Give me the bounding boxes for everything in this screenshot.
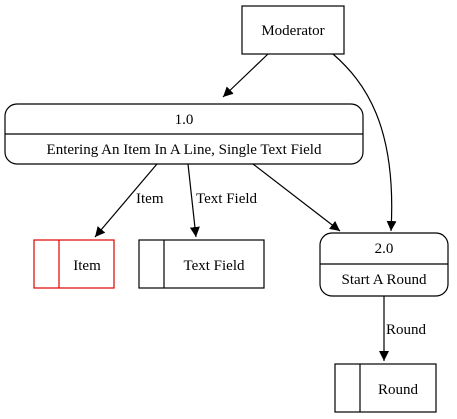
store-text-field-label: Text Field <box>183 258 245 274</box>
process-2-label: Start A Round <box>341 272 427 288</box>
flow-edges <box>94 53 397 361</box>
flow-moderator-to-p1[interactable] <box>222 53 269 98</box>
flow-p1-to-p2[interactable] <box>252 163 341 232</box>
process-2-number: 2.0 <box>375 241 394 257</box>
process-2[interactable]: 2.0 Start A Round <box>319 232 449 297</box>
flow-p1-to-text-field[interactable] <box>187 163 200 238</box>
flow-moderator-to-p2[interactable] <box>332 53 397 232</box>
process-1-label: Entering An Item In A Line, Single Text … <box>47 142 322 158</box>
entity-moderator[interactable]: Moderator <box>241 5 345 55</box>
flow-label-item: Item <box>136 191 164 207</box>
store-item[interactable]: Item <box>33 239 115 289</box>
flow-label-round: Round <box>386 322 427 338</box>
store-round-label: Round <box>378 382 419 398</box>
store-text-field[interactable]: Text Field <box>138 239 265 289</box>
process-1[interactable]: 1.0 Entering An Item In A Line, Single T… <box>4 103 364 165</box>
store-item-frame <box>33 239 115 289</box>
process-1-number: 1.0 <box>175 112 194 128</box>
flow-label-text-field: Text Field <box>196 191 258 207</box>
store-item-label: Item <box>73 258 101 274</box>
entity-moderator-label: Moderator <box>261 23 324 39</box>
flow-p1-to-item[interactable] <box>94 163 158 238</box>
store-round[interactable]: Round <box>334 363 437 413</box>
